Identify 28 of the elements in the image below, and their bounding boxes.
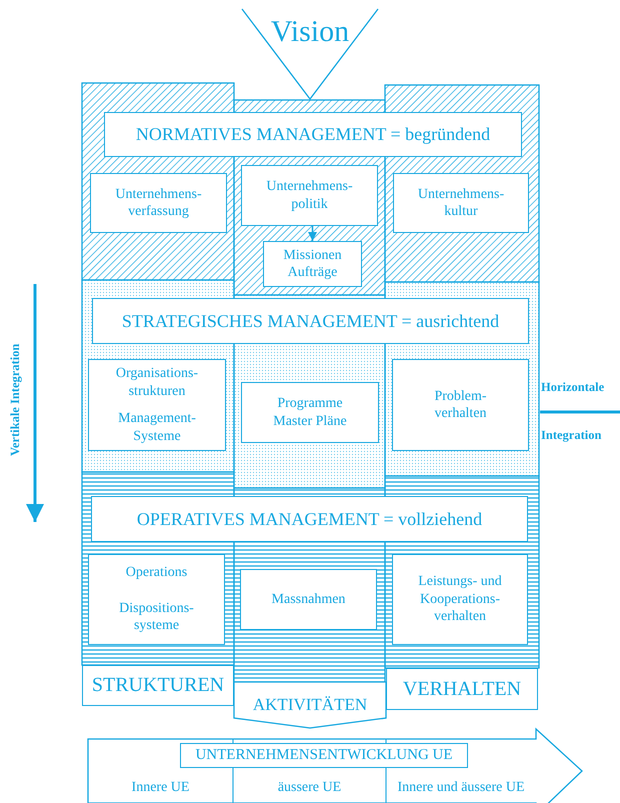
content-box: Massnahmen	[240, 569, 377, 630]
content-box: Programme Master Pläne	[241, 382, 379, 443]
content-box	[88, 554, 225, 645]
axis-label: Integration	[541, 428, 602, 443]
layer-header-box: OPERATIVES MANAGEMENT = vollziehend	[91, 496, 528, 542]
box-text: Management- Systeme	[117, 410, 197, 445]
layer-header-box: NORMATIVES MANAGEMENT = begründend	[104, 112, 522, 157]
box-text: Operations	[126, 564, 188, 582]
axis-label: Vertikale Integration	[8, 342, 23, 458]
content-box: Unternehmens- politik	[241, 165, 378, 226]
content-box	[88, 359, 226, 451]
column-label-box: STRUKTUREN	[82, 665, 234, 706]
content-box: Unternehmens- verfassung	[90, 173, 227, 233]
content-box: Leistungs- und Kooperations- verhalten	[392, 554, 528, 645]
content-box: Missionen Aufträge	[263, 241, 362, 287]
arrow-section: Innere UE	[88, 772, 233, 803]
box-text: Dispositions- systeme	[118, 600, 195, 635]
content-box: Problem- verhalten	[392, 359, 529, 451]
arrow-section: Innere und äussere UE	[386, 772, 536, 803]
arrow-section: äussere UE	[233, 772, 386, 803]
column-label-box: VERHALTEN	[386, 668, 538, 710]
column-label-pentagon: AKTIVITÄTEN	[234, 682, 386, 728]
arrow	[308, 226, 317, 241]
axis-label: Horizontale	[541, 380, 604, 395]
box-text: Organisations- strukturen	[114, 365, 200, 400]
development-title-box: UNTERNEHMENSENTWICKLUNG UE	[180, 743, 468, 768]
content-box: Unternehmens- kultur	[393, 173, 529, 233]
layer-header-box: STRATEGISCHES MANAGEMENT = ausrichtend	[92, 298, 529, 344]
